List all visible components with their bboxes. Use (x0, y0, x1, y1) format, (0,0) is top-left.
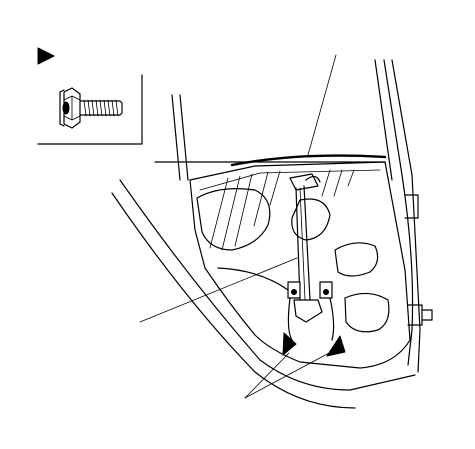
bolt-inset (37, 74, 143, 145)
glass-bracket (289, 173, 319, 191)
regulator-base (293, 299, 323, 323)
triangle-pointer-icon (37, 47, 55, 65)
flange-bolt-icon (59, 87, 123, 129)
service-hole-left (196, 188, 271, 251)
window-regulator (217, 173, 335, 341)
leader-lines (139, 54, 337, 399)
service-hole-lower-right (344, 292, 390, 333)
service-hole-right (334, 242, 379, 277)
bolt-location-arrow-left (282, 332, 297, 356)
bolt-location-arrow-right (326, 335, 346, 357)
leader-bolt-left (244, 352, 290, 399)
leader-regulator (139, 257, 298, 323)
door-outer-skin (111, 174, 421, 409)
inset-frame (37, 74, 143, 145)
leader-bolt-right (244, 351, 332, 399)
leader-belt-molding (307, 54, 337, 156)
service-hole-upper-right (291, 198, 331, 241)
door-frame (154, 59, 413, 181)
inner-door-panel (189, 161, 433, 369)
